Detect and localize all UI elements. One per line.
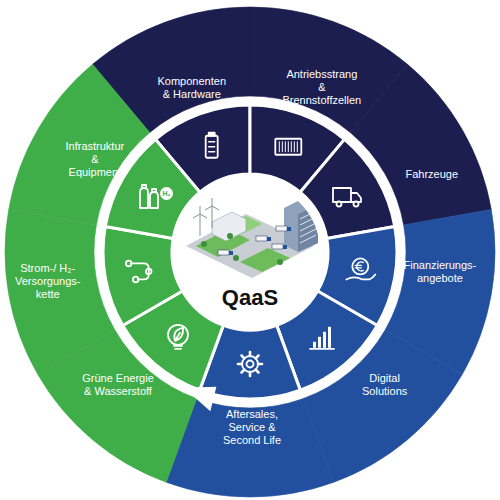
outer-segment	[5, 209, 115, 374]
segment-label: Aftersales, Service & Second Life	[214, 406, 290, 450]
segment-text: Fahrzeuge	[406, 168, 459, 181]
segment-label: Grüne Energie & Wasserstoff	[76, 370, 160, 401]
center-disc	[174, 176, 326, 328]
segment-label: Fahrzeuge	[404, 166, 461, 184]
segment-text: Finanzierungs- angebote	[404, 259, 477, 285]
fuelcell-icon	[275, 139, 301, 155]
segment-text: Komponenten & Hardware	[158, 75, 227, 101]
icon-label: H₂	[160, 187, 173, 200]
segment-text: Grüne Energie & Wasserstoff	[78, 372, 158, 398]
infrastructure-icon	[140, 185, 158, 208]
segment-text: Digital Solutions	[362, 372, 407, 398]
chart-icon	[310, 327, 334, 349]
center-circle: QaaS	[180, 182, 320, 322]
inner-segment	[103, 226, 182, 325]
green-energy-icon	[168, 325, 188, 349]
segment-label: Finanzierungs- angebote	[402, 257, 479, 288]
segment-label: Infrastruktur & Equipment	[64, 138, 127, 182]
truck-icon	[333, 188, 361, 207]
battery-icon	[206, 133, 218, 158]
finance-icon	[346, 258, 375, 279]
segment-label: Komponenten & Hardware	[156, 73, 229, 104]
segment-text: Antriebsstrang & Brennstoffzellen	[283, 68, 362, 108]
segment-label: Digital Solutions	[360, 370, 410, 401]
segment-text: Aftersales, Service & Second Life	[216, 408, 288, 448]
segment-text: Strom-/ H₂- Versorgungs- kette	[15, 262, 80, 302]
segment-label: Strom-/ H₂- Versorgungs- kette	[13, 260, 83, 304]
service-icon	[238, 352, 262, 376]
city-illustration	[186, 198, 318, 278]
cycle-arrowhead	[184, 387, 217, 411]
icons	[126, 133, 375, 376]
center-title: QaaS	[222, 286, 278, 310]
supply-chain-icon	[126, 261, 152, 283]
segment-label: Antriebsstrang & Brennstoffzellen	[281, 66, 364, 110]
segment-text: Infrastruktur & Equipment	[66, 140, 125, 180]
ring	[5, 7, 495, 497]
